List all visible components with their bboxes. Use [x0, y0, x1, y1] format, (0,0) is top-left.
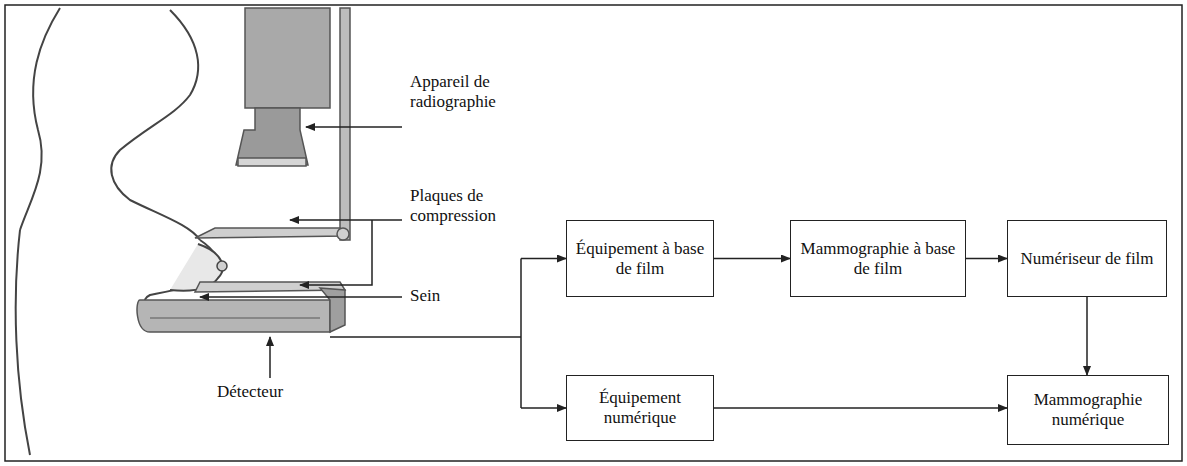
box-text: Mammographie numérique [1016, 390, 1160, 429]
flow-arrow [714, 407, 1007, 409]
split-wire [521, 258, 566, 260]
process-box: Équipement à base de film [566, 220, 714, 297]
compression-plates [195, 228, 349, 292]
leader-lines [200, 127, 402, 378]
detector-wire [330, 336, 521, 338]
process-box: Équipement numérique [566, 375, 714, 441]
box-text: Équipement à base de film [575, 239, 705, 278]
xray-apparatus [236, 8, 350, 240]
flow-arrow [966, 258, 1007, 260]
process-box: Numériseur de film [1007, 220, 1167, 297]
part-label: Plaques de compression [408, 186, 562, 227]
detector [137, 288, 345, 332]
box-text: Équipement numérique [575, 388, 705, 427]
part-label: Sein [408, 286, 442, 306]
nipple [217, 261, 227, 271]
process-box: Mammographie à base de film [790, 220, 966, 297]
split-wire [521, 407, 566, 409]
part-label: Appareil de radiographie [408, 72, 562, 113]
process-box: Mammographie numérique [1007, 375, 1169, 445]
flow-arrow [714, 258, 790, 260]
part-label: Détecteur [215, 382, 285, 402]
split-wire [520, 259, 522, 409]
patient-outline [16, 8, 219, 455]
box-text: Numériseur de film [1020, 249, 1153, 269]
frame [5, 5, 1182, 461]
flow-arrow [1086, 297, 1088, 375]
box-text: Mammographie à base de film [799, 239, 957, 278]
